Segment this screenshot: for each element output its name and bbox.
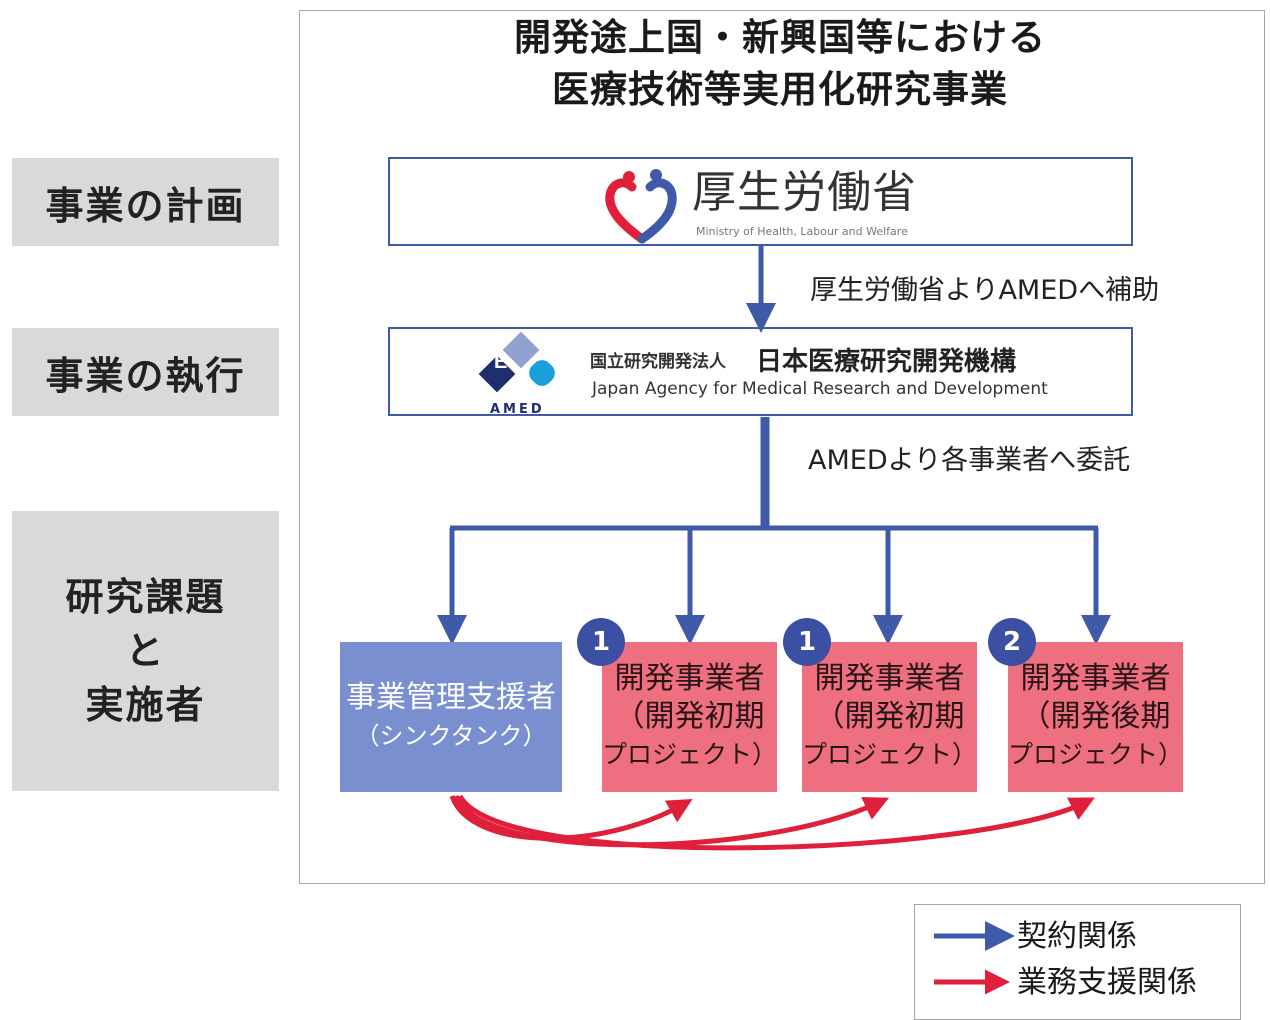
title-line-1: 開発途上国・新興国等における [514, 16, 1046, 59]
developer-line3: プロジェクト） [1008, 740, 1184, 769]
amed-logo-text: AMED [490, 402, 545, 417]
developer-line2: （開発後期 [1020, 699, 1171, 734]
developer-box-early-2: 開発事業者 （開発初期 プロジェクト） [802, 642, 977, 792]
phase-badge-1: 1 [577, 618, 625, 666]
support-org-line1: 事業管理支援者 [346, 680, 556, 715]
side-label-planning: 事業の計画 [12, 158, 279, 246]
amed-name: 日本医療研究開発機構 [756, 347, 1017, 377]
side-label-topics-line1: 研究課題 [65, 575, 226, 619]
mhlw-english: Ministry of Health, Labour and Welfare [696, 225, 908, 238]
developer-line3: プロジェクト） [602, 740, 778, 769]
phase-badge-2: 1 [783, 618, 831, 666]
developer-line2: （開発初期 [614, 699, 765, 734]
legend: 契約関係 業務支援関係 [914, 904, 1241, 1020]
subsidy-label: 厚生労働省よりAMEDへ補助 [810, 275, 1160, 306]
contract-arrow-amed-to-projects [437, 417, 1111, 645]
side-label-topics-line3: 実施者 [85, 683, 206, 727]
legend-arrows [934, 921, 1015, 995]
side-label-topics: 研究課題 と 実施者 [12, 511, 279, 791]
mhlw-name: 厚生労働省 [692, 167, 917, 218]
phase-badge-3: 2 [988, 618, 1036, 666]
amed-prefix: 国立研究開発法人 [590, 352, 726, 372]
legend-contract: 契約関係 [915, 917, 1240, 957]
legend-contract-label: 契約関係 [1017, 919, 1137, 954]
side-label-execution-text: 事業の執行 [45, 353, 246, 398]
side-label-topics-line2: と [125, 629, 166, 673]
amed-box: E AMED 国立研究開発法人 日本医療研究開発機構 Japan Agency … [388, 327, 1133, 417]
amed-logo-icon: E [478, 331, 555, 393]
diagram-frame [299, 10, 1265, 884]
mhlw-box: 厚生労働省 Ministry of Health, Labour and Wel… [388, 157, 1133, 246]
side-label-planning-text: 事業の計画 [45, 183, 246, 228]
developer-line3: プロジェクト） [802, 740, 978, 769]
side-label-execution: 事業の執行 [12, 328, 279, 416]
support-org-box: 事業管理支援者 （シンクタンク） [340, 642, 562, 792]
legend-support-label: 業務支援関係 [1017, 965, 1197, 1000]
support-arrows [449, 794, 1095, 851]
developer-line2: （開発初期 [814, 699, 965, 734]
svg-text:E: E [494, 351, 507, 373]
developer-line1: 開発事業者 [1020, 661, 1171, 696]
amed-english: Japan Agency for Medical Research and De… [592, 379, 1048, 399]
support-org-line2: （シンクタンク） [355, 722, 547, 750]
developer-line1: 開発事業者 [814, 661, 965, 696]
diagram-title: 開発途上国・新興国等における 医療技術等実用化研究事業 [420, 12, 1140, 116]
developer-line1: 開発事業者 [614, 661, 765, 696]
commission-label: AMEDより各事業者へ委託 [808, 445, 1131, 476]
mhlw-logo-icon [605, 169, 677, 244]
legend-support: 業務支援関係 [915, 963, 1240, 1003]
developer-box-early-1: 開発事業者 （開発初期 プロジェクト） [602, 642, 777, 792]
developer-box-late: 開発事業者 （開発後期 プロジェクト） [1008, 642, 1183, 792]
title-line-2: 医療技術等実用化研究事業 [552, 68, 1008, 111]
